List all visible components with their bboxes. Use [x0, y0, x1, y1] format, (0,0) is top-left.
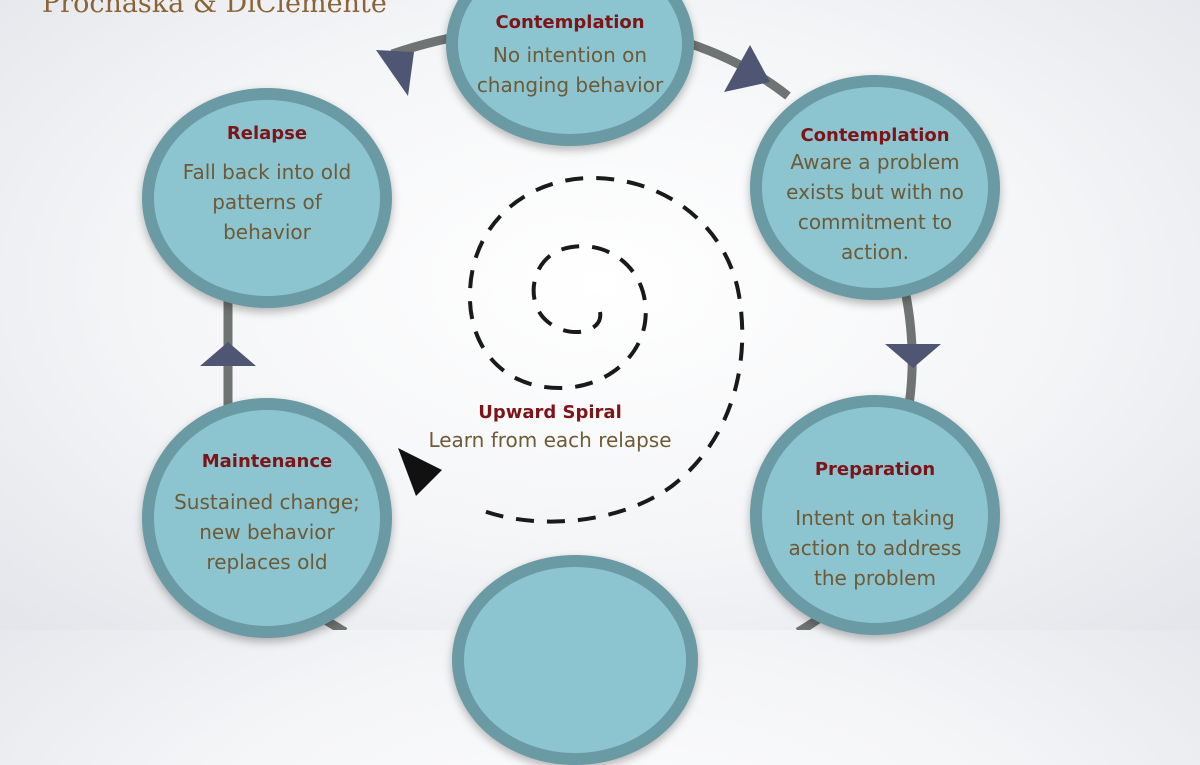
stage-title: Contemplation [800, 125, 950, 146]
stage-description: Intent on taking action to address the p… [788, 506, 962, 590]
stage-title: Contemplation [495, 12, 645, 33]
stage-description: Fall back into old patterns of behavior [182, 160, 352, 244]
stage-preparation: Preparation Intent on taking action to a… [750, 395, 1000, 635]
spiral-arrowhead [398, 448, 442, 496]
upward-spiral [398, 175, 745, 524]
header-title: Prochaska & DiClemente [42, 0, 387, 19]
stage-action [452, 555, 698, 765]
cycle-arrows [200, 45, 941, 368]
stage-description: Sustained change; new behavior replaces … [174, 490, 360, 574]
arrow-precontemplation-to-contemplation [724, 45, 770, 92]
stage-contemplation: Contemplation Aware a problem exists but… [750, 75, 1000, 300]
stage-title: Relapse [226, 123, 308, 144]
arrow-contemplation-to-preparation [885, 344, 941, 368]
stage-description: No intention on changing behavior [476, 43, 664, 97]
spiral-path [467, 175, 745, 524]
spiral-subtitle: Learn from each relapse [428, 428, 672, 452]
stage-relapse: Relapse Fall back into old patterns of b… [142, 88, 392, 308]
stage-description: Aware a problem exists but with no commi… [786, 150, 964, 264]
spiral-title: Upward Spiral [478, 402, 622, 423]
stage-title: Preparation [814, 459, 936, 480]
arrow-maintenance-to-relapse [200, 342, 256, 366]
arrow-relapse-to-precontemplation [376, 50, 414, 96]
stage-title: Maintenance [201, 451, 333, 472]
stage-maintenance: Maintenance Sustained change; new behavi… [142, 398, 392, 638]
